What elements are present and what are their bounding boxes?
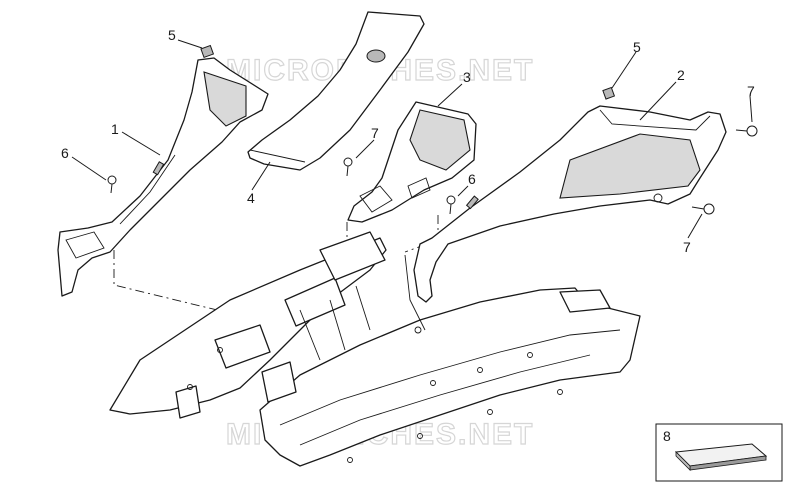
screw-icon [735, 125, 758, 137]
callout-1: 1 [111, 121, 119, 137]
left-side-panel [57, 57, 269, 297]
pad-icon [674, 443, 768, 471]
callout-6-center: 6 [468, 171, 476, 187]
leader-lines [71, 39, 753, 239]
screw-icon [107, 175, 117, 194]
callout-6-left: 6 [61, 145, 69, 161]
screw-icon [343, 157, 353, 177]
screw-icon [446, 195, 456, 215]
screw-icon [691, 203, 715, 215]
callout-5-right: 5 [633, 39, 641, 55]
center-bracket [347, 101, 477, 223]
clip-icon [602, 86, 616, 100]
callout-8: 8 [663, 428, 671, 444]
inset-part-8: 8 [655, 423, 783, 482]
callout-5-left: 5 [168, 27, 176, 43]
callout-3: 3 [463, 69, 471, 85]
center-tunnel-cover [247, 11, 425, 171]
callout-7-upper-right: 7 [747, 83, 755, 99]
callout-2: 2 [677, 67, 685, 83]
callout-7-lower-right: 7 [683, 239, 691, 255]
clip-icon [200, 44, 215, 59]
right-side-panel [413, 105, 727, 303]
callout-7-center: 7 [371, 125, 379, 141]
floor-tray [109, 231, 641, 467]
callout-4: 4 [247, 190, 255, 206]
